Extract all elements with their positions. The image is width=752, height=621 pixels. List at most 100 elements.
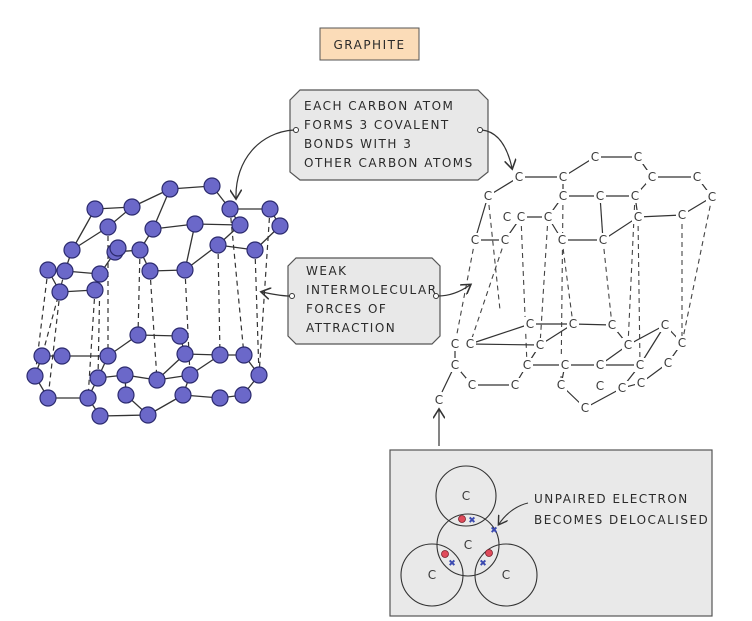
carbon-atom — [171, 327, 189, 345]
interlayer-dashed-line — [637, 216, 641, 366]
atom-label-bg — [632, 150, 644, 164]
carbon-atom — [250, 366, 268, 384]
carbon-atom — [209, 236, 227, 254]
atom-label-bg — [524, 317, 536, 331]
carbon-atom — [56, 262, 74, 280]
electron-cross: ✖ — [468, 516, 476, 526]
carbon-atom — [109, 239, 127, 257]
covalent-bond — [627, 324, 666, 346]
electron-dot — [485, 549, 493, 557]
atom-label-bg — [555, 378, 567, 392]
carbon-atom — [91, 265, 109, 283]
interlayer-dashed-line — [561, 239, 574, 325]
carbon-symbol: C — [608, 318, 616, 332]
carbon-atom — [63, 241, 81, 259]
interlayer-dashed-line — [539, 216, 549, 346]
carbon-symbol: C — [636, 358, 644, 372]
carbon-symbol: C — [559, 189, 567, 203]
carbon-symbol: C — [559, 170, 567, 184]
carbon-atom — [176, 261, 194, 279]
interlayer-dashed-line — [47, 291, 61, 399]
carbon-symbol: C — [648, 170, 656, 184]
interlayer-dashed-line — [487, 195, 501, 311]
carbon-atom — [234, 386, 252, 404]
carbon-symbol: C — [678, 208, 686, 222]
atom-label-bg — [659, 318, 671, 332]
carbon-symbol: C — [435, 393, 443, 407]
carbon-symbol: C — [523, 358, 531, 372]
carbon-symbol: C — [591, 150, 599, 164]
atom-label-bg — [646, 170, 658, 184]
atom-label-bg — [597, 233, 609, 247]
atom-label-bg — [676, 336, 688, 350]
carbon-symbol: C — [618, 381, 626, 395]
carbon-symbol: C — [708, 190, 716, 204]
atom-label-bg — [706, 190, 718, 204]
bonding-line-1: EACH CARBON ATOM — [304, 99, 454, 113]
atom-label-bg — [629, 189, 641, 203]
carbon-atom — [123, 198, 141, 216]
carbon-atom — [89, 369, 107, 387]
bond-arrow-left — [236, 129, 295, 198]
carbon-symbol: C — [557, 378, 565, 392]
covalent-bond — [584, 387, 623, 409]
carbon-atom — [131, 241, 149, 259]
atom-label-bg — [606, 318, 618, 332]
carbon-atom — [141, 262, 159, 280]
atom-label-bg — [521, 358, 533, 372]
electron-cross: ✖ — [479, 559, 487, 569]
inset-c-top: C — [462, 489, 470, 503]
atom-label-bg — [482, 189, 494, 203]
interlayer-dashed-line — [87, 289, 96, 399]
atom-label-bg — [662, 356, 674, 370]
carbon-symbol: C — [471, 233, 479, 247]
carbon-symbol: C — [664, 356, 672, 370]
carbon-symbol: C — [451, 358, 459, 372]
carbon-orbit-right — [474, 543, 538, 607]
carbon-symbol: C — [596, 189, 604, 203]
inset-c-left: C — [428, 568, 436, 582]
carbon-symbol: C — [596, 379, 604, 393]
atom-label-bg — [542, 210, 554, 224]
electron-line-1: UNPAIRED ELECTRON — [534, 492, 689, 506]
carbon-symbol: C — [624, 338, 632, 352]
electron-line-2: BECOMES DELOCALISED — [534, 513, 709, 527]
carbon-atom — [39, 261, 57, 279]
carbon-symbol: C — [561, 358, 569, 372]
carbon-symbol: C — [678, 336, 686, 350]
bonding-line-4: OTHER CARBON ATOMS — [304, 156, 474, 170]
atom-label-bg — [691, 170, 703, 184]
carbon-atom — [53, 347, 71, 365]
carbon-symbol: C — [536, 338, 544, 352]
atom-label-bg — [589, 150, 601, 164]
carbon-atom — [51, 283, 69, 301]
ball-model-structure — [26, 177, 289, 425]
carbon-atom — [117, 386, 135, 404]
interlayer-dashed-line — [254, 249, 260, 376]
atom-label-bg — [594, 189, 606, 203]
atom-label-bg — [634, 358, 646, 372]
carbon-symbol: C — [661, 318, 669, 332]
atom-label-bg — [449, 337, 461, 351]
carbon-atom — [174, 386, 192, 404]
covalent-bond — [469, 323, 531, 345]
carbon-atom — [39, 389, 57, 407]
carbon-atom — [186, 215, 204, 233]
carbon-atom — [181, 366, 199, 384]
carbon-symbol: C — [596, 358, 604, 372]
electron-pointer-arrow — [499, 502, 529, 524]
atom-label-bg — [622, 338, 634, 352]
atom-label-bg — [635, 376, 647, 390]
carbon-atom — [99, 218, 117, 236]
weak-forces-label: WEAK INTERMOLECULAR FORCES OF ATTRACTION — [262, 257, 470, 345]
bond-arrow-right — [481, 129, 512, 168]
carbon-symbol: C — [515, 170, 523, 184]
atom-label-bg — [464, 337, 476, 351]
carbon-atom — [129, 326, 147, 344]
interlayer-dashed-line — [627, 195, 636, 346]
carbon-atom — [176, 345, 194, 363]
interlayer-dashed-line — [41, 270, 66, 357]
